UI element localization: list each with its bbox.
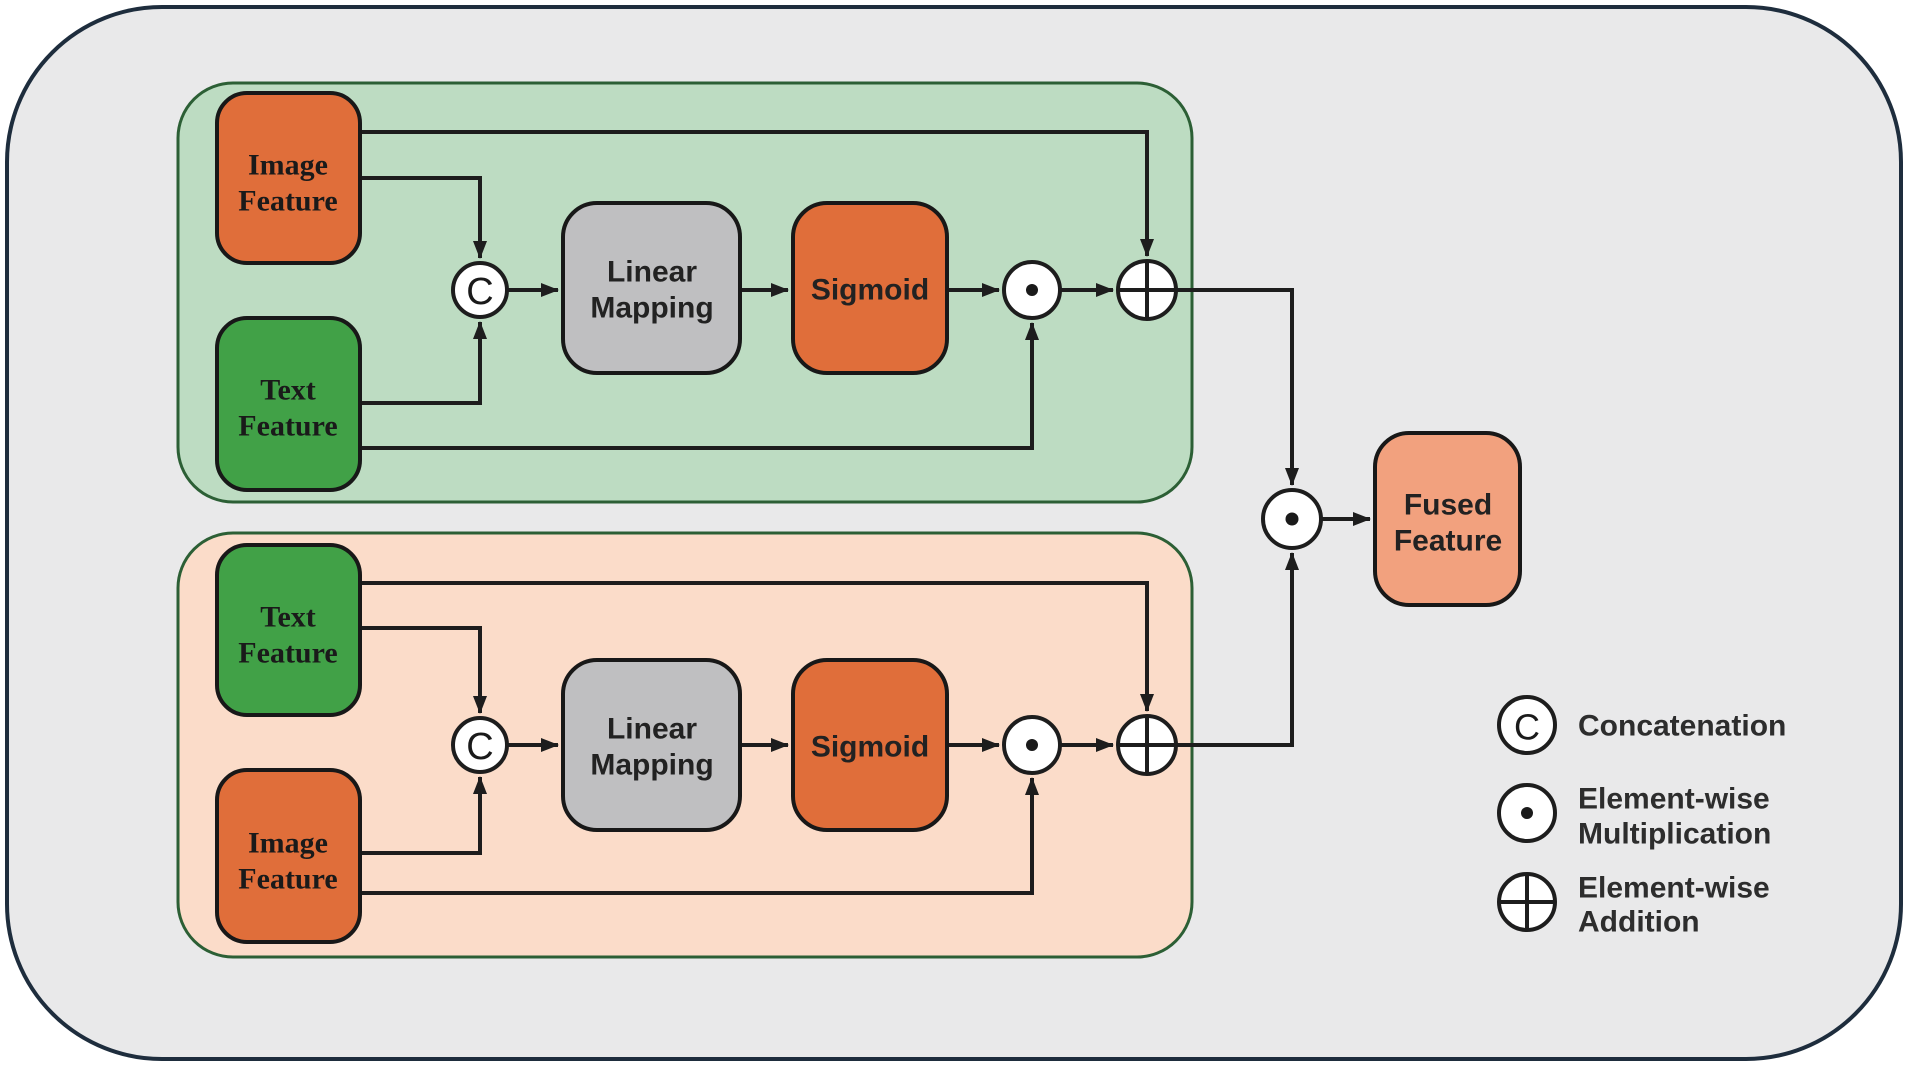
text-feature-box (215, 543, 362, 717)
image-feature-label-line2: Feature (238, 863, 337, 896)
concatenation-icon (451, 716, 509, 774)
connector-add-to-central-multiply (1176, 288, 1299, 486)
image-feature-label-line1: Image (248, 149, 328, 182)
image-feature-label-line1: Image (248, 827, 328, 860)
connector-imagefeature-to-concat (360, 776, 487, 855)
linear-mapping-box (561, 658, 742, 832)
text-feature-label-line1: Text (260, 374, 316, 407)
connector-textfeature-to-concat (360, 321, 487, 405)
fusion-output: Fused Feature (1261, 431, 1522, 607)
central-multiply-dot (1285, 512, 1299, 526)
legend-add-label-line1: Element-wise (1578, 872, 1770, 905)
sigmoid-label: Sigmoid (811, 274, 929, 307)
text-feature-box (215, 316, 362, 492)
fused-feature-label-line1: Fused (1404, 489, 1492, 522)
legend-multiply-label-line2: Multiplication (1578, 818, 1771, 851)
connector-textfeature-to-add (360, 581, 1154, 712)
text-feature-label-line2: Feature (238, 410, 337, 443)
image-feature-box (215, 91, 362, 265)
linear-mapping-label-line2: Mapping (590, 749, 713, 782)
linear-mapping-label-line1: Linear (607, 713, 697, 746)
legend: C Concatenation Element-wise Multiplicat… (1497, 695, 1786, 939)
connector-imagefeature-to-add (360, 130, 1154, 257)
legend-concatenation-label: Concatenation (1578, 710, 1786, 743)
sigmoid-box (791, 658, 949, 832)
image-feature-label-line2: Feature (238, 185, 337, 218)
connector-imagefeature-to-concat (360, 176, 487, 259)
concatenation-symbol: C (466, 726, 493, 768)
image-feature-box (215, 768, 362, 944)
connector-textfeature-to-multiply (360, 322, 1039, 450)
legend-concatenation-icon (1497, 695, 1557, 755)
sigmoid-box (791, 201, 949, 375)
legend-concatenation-symbol: C (1514, 707, 1540, 748)
connector-add-to-central-multiply (1176, 552, 1299, 747)
connector-imagefeature-to-multiply (360, 777, 1039, 895)
text-gated-branch: Text Feature Image Feature C Linear Mapp… (176, 531, 1299, 959)
legend-add-label-line2: Addition (1578, 906, 1700, 939)
legend-multiply-label-line1: Element-wise (1578, 783, 1770, 816)
image-gated-branch: Image Feature Text Feature C Linear Mapp… (176, 81, 1299, 504)
sigmoid-label: Sigmoid (811, 731, 929, 764)
legend-multiply-dot (1521, 807, 1533, 819)
fused-feature-box (1373, 431, 1522, 607)
connector-textfeature-to-concat (360, 626, 487, 714)
linear-mapping-label-line2: Mapping (590, 292, 713, 325)
text-feature-label-line1: Text (260, 601, 316, 634)
fused-feature-label-line2: Feature (1394, 525, 1502, 558)
multiply-dot (1026, 284, 1038, 296)
linear-mapping-box (561, 201, 742, 375)
linear-mapping-label-line1: Linear (607, 256, 697, 289)
concatenation-icon (451, 261, 509, 319)
text-feature-label-line2: Feature (238, 637, 337, 670)
concatenation-symbol: C (466, 271, 493, 313)
multiply-dot (1026, 739, 1038, 751)
